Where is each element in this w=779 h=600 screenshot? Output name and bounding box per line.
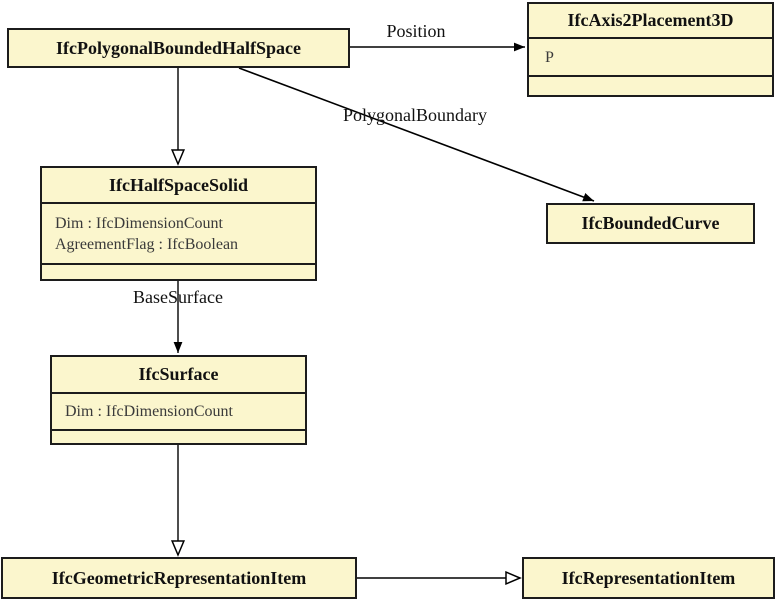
class-ifcaxis2placement3d[interactable]: IfcAxis2Placement3D P xyxy=(527,2,774,97)
edge-label-polygonal-boundary: PolygonalBoundary xyxy=(343,105,487,125)
class-attributes: Dim : IfcDimensionCount xyxy=(52,392,305,429)
class-ifcgeometricrepresentationitem[interactable]: IfcGeometricRepresentationItem xyxy=(1,557,357,599)
class-title: IfcPolygonalBoundedHalfSpace xyxy=(55,37,302,58)
class-operations-empty xyxy=(529,75,772,95)
class-ifcsurface[interactable]: IfcSurface Dim : IfcDimensionCount xyxy=(50,355,307,445)
class-title: IfcRepresentationItem xyxy=(561,567,736,588)
class-attributes: P xyxy=(529,37,772,75)
class-operations-empty xyxy=(42,263,315,279)
class-ifcrepresentationitem[interactable]: IfcRepresentationItem xyxy=(522,557,775,599)
class-ifcboundedcurve[interactable]: IfcBoundedCurve xyxy=(546,203,755,244)
class-title: IfcGeometricRepresentationItem xyxy=(51,567,307,588)
attribute-line: AgreementFlag : IfcBoolean xyxy=(55,235,239,253)
class-title: IfcAxis2Placement3D xyxy=(567,10,734,30)
class-ifcpolygonalboundedhalfspace[interactable]: IfcPolygonalBoundedHalfSpace xyxy=(7,28,350,68)
attribute-line: Dim : IfcDimensionCount xyxy=(65,403,233,420)
class-operations-empty xyxy=(52,429,305,443)
class-title: IfcSurface xyxy=(138,364,219,384)
edge-label-position: Position xyxy=(386,21,446,41)
class-title: IfcHalfSpaceSolid xyxy=(108,174,248,195)
edge-label-base-surface: BaseSurface xyxy=(133,287,223,307)
attribute-line: Dim : IfcDimensionCount xyxy=(55,214,223,232)
class-attributes: Dim : IfcDimensionCount AgreementFlag : … xyxy=(42,202,315,263)
class-ifchalfspacesolid[interactable]: IfcHalfSpaceSolid Dim : IfcDimensionCoun… xyxy=(40,166,317,281)
attribute-line: P xyxy=(545,48,554,66)
edge-polygonal-boundary-association xyxy=(238,67,595,202)
class-title: IfcBoundedCurve xyxy=(581,213,720,233)
